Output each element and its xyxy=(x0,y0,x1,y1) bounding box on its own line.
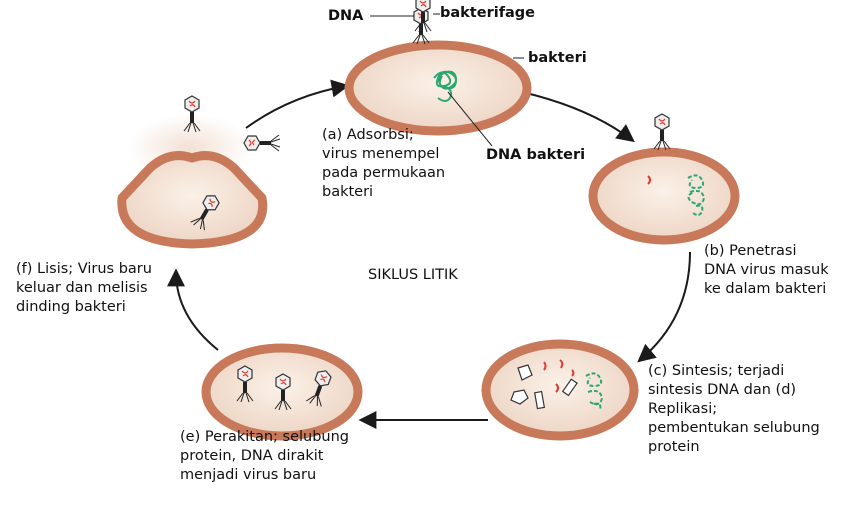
bacterial-dna-coil xyxy=(433,70,458,102)
capsid-part-icon xyxy=(533,390,546,410)
capsid-part-icon xyxy=(561,378,578,397)
viral-dna-strand xyxy=(543,359,575,393)
arrow-f-to-a xyxy=(245,79,350,129)
arrow-a-to-b xyxy=(521,91,635,143)
cell-lysis xyxy=(117,95,281,249)
label-bacteriophage: bakterifage xyxy=(440,5,536,21)
bacterial-dna-coil xyxy=(585,372,604,411)
cycle-arrows xyxy=(167,79,691,429)
label-bacterium: bakteri xyxy=(528,50,587,66)
phage-injecting-icon xyxy=(653,113,671,151)
capsid-part-icon xyxy=(510,389,529,405)
label-dna: DNA xyxy=(328,8,364,24)
viral-dna-strand xyxy=(647,175,651,185)
label-leader-lines xyxy=(370,13,524,147)
cell-assembly xyxy=(201,343,363,441)
cell-adsorption xyxy=(344,7,532,136)
arrow-e-to-f xyxy=(167,268,219,351)
diagram-title: SIKLUS LITIK xyxy=(368,267,458,283)
phage-released-icon xyxy=(243,134,281,152)
cell-synthesis xyxy=(481,339,639,441)
label-bacterial-dna: DNA bakteri xyxy=(486,147,586,163)
capsid-part-icon xyxy=(517,364,533,381)
arrow-b-to-c xyxy=(637,251,691,363)
bacterial-dna-coil xyxy=(687,174,706,216)
cell-penetration xyxy=(588,113,740,245)
